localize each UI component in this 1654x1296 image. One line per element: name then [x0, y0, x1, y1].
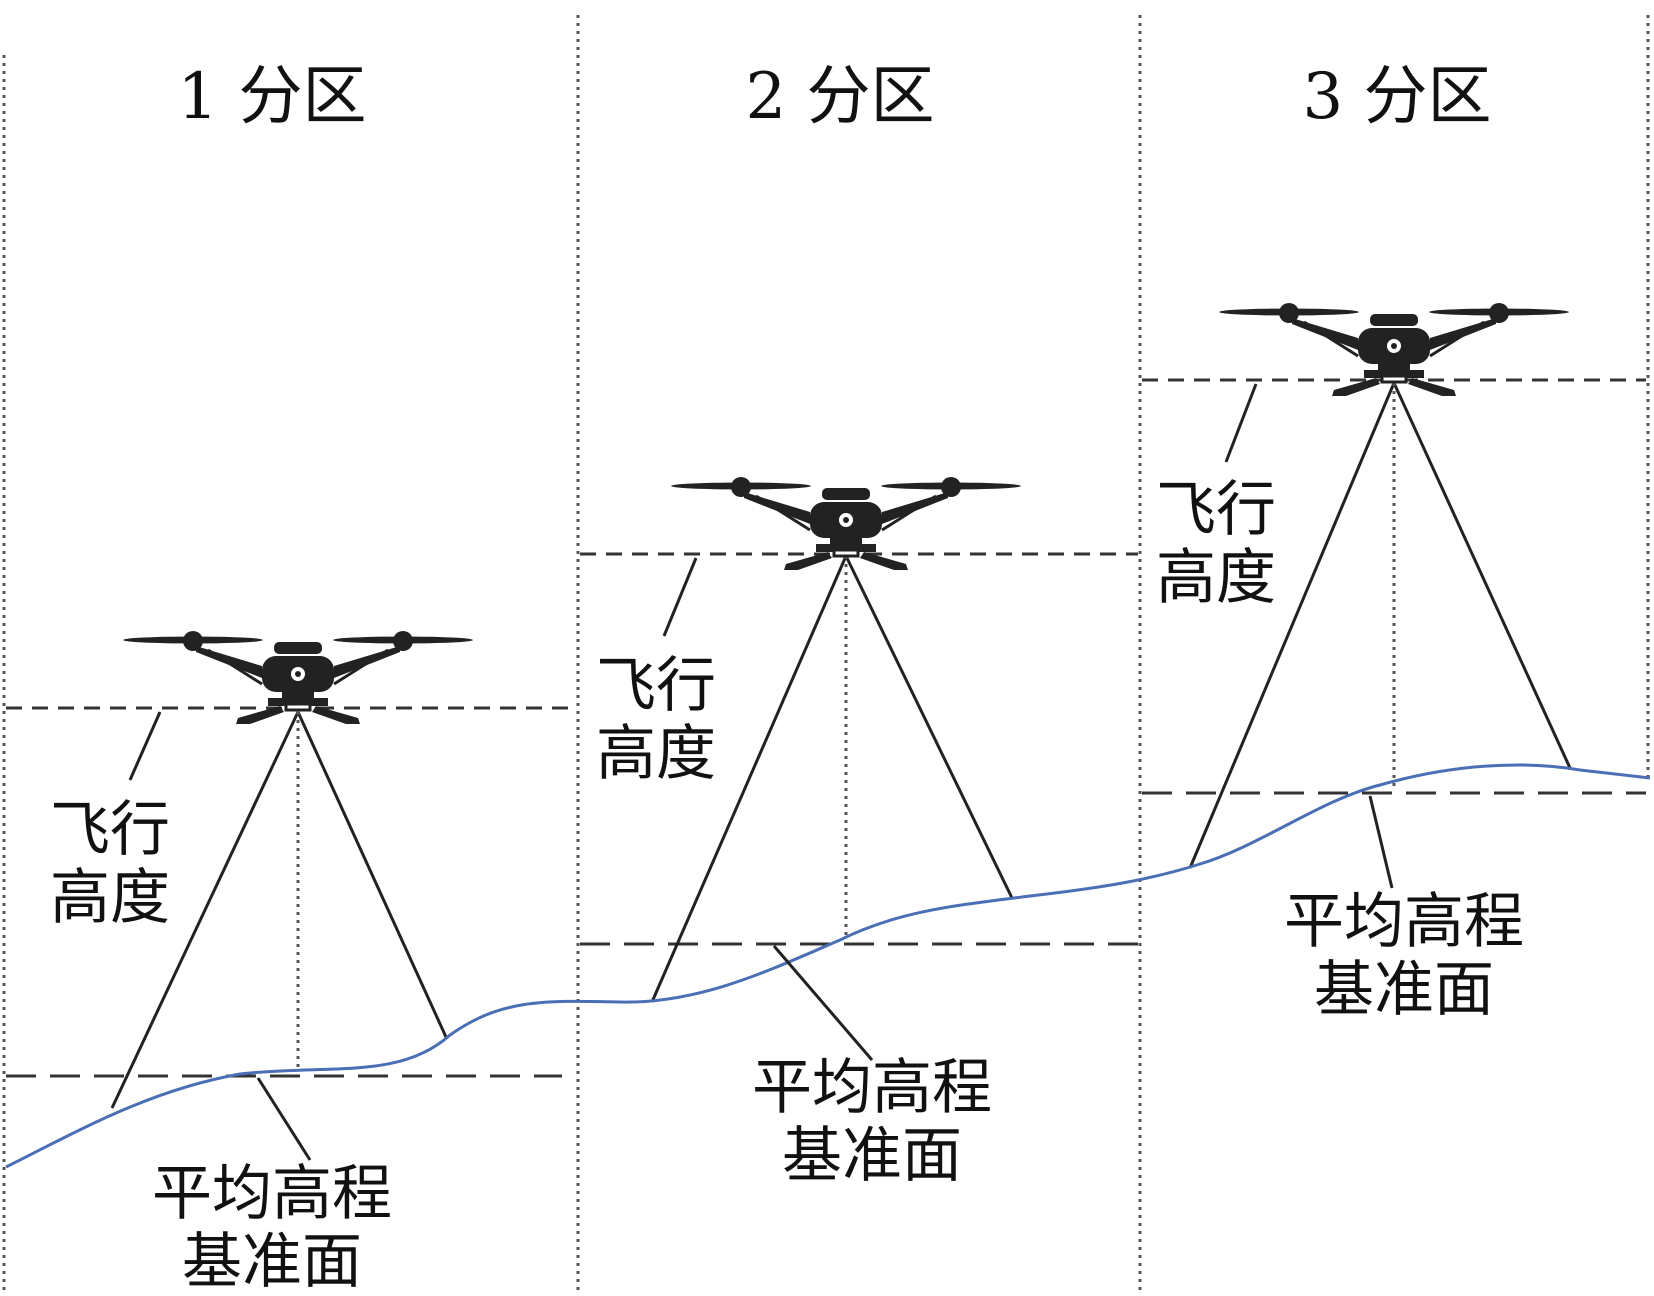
nadir-lines [296, 383, 1396, 1070]
terrain-profile [5, 763, 1651, 1169]
zone-2-flight-height-label-line-1: 飞行 [596, 651, 716, 721]
zone-3-title: 3 分区 [1302, 60, 1491, 134]
zone-1-flight-height-label-line-1: 飞行 [50, 795, 170, 865]
zone-3-flight-height-label-line-2: 高度 [1156, 543, 1276, 613]
zone-separators [2, 15, 1650, 1291]
zone-1-cone-right [296, 711, 448, 1038]
zone-3-cone-right [1392, 382, 1572, 769]
zone-1-drone [121, 629, 475, 726]
zone-3-drone [1217, 301, 1571, 398]
zone-3-datum-label-line-2: 基准面 [1314, 955, 1494, 1025]
quadcopter-drone-icon [121, 629, 475, 726]
zone-2-flight-height-label-line-2: 高度 [596, 719, 716, 789]
zone-1-datum-label-line-1: 平均高程 [152, 1159, 392, 1229]
zone-3-flight-height-label-line-1: 飞行 [1156, 475, 1276, 545]
leader-lines [128, 383, 1394, 1161]
view-cones [110, 382, 1572, 1109]
zone-1-datum-label-line-2: 基准面 [182, 1227, 362, 1291]
zone-3-datum-label-line-1: 平均高程 [1284, 887, 1524, 957]
zone-2-datum-leader [772, 945, 874, 1061]
zone-2-title: 2 分区 [745, 60, 934, 134]
zone-2-cone-right [844, 555, 1014, 899]
flight-height-lines [6, 378, 1646, 710]
zone-3-cone-left [1188, 382, 1396, 869]
quadcopter-drone-icon [669, 475, 1023, 572]
zone-1-title: 1 分区 [177, 60, 366, 134]
zone-2-cone-left [650, 555, 848, 1003]
zone-2-drone [669, 475, 1023, 572]
quadcopter-drone-icon [1217, 301, 1571, 398]
zone-1-datum-leader [256, 1077, 312, 1161]
zone-3-datum-leader [1368, 795, 1394, 889]
zone-2-datum-label-line-1: 平均高程 [752, 1053, 992, 1123]
zone-2-datum-label-line-2: 基准面 [782, 1121, 962, 1191]
zone-1-flight-leader [128, 711, 162, 781]
zone-2-flight-leader [662, 557, 698, 637]
zone-1-flight-height-label-line-2: 高度 [50, 863, 170, 933]
zone-1-cone-left [110, 711, 300, 1109]
zone-3-flight-leader [1224, 383, 1258, 463]
datum-lines [6, 791, 1646, 1078]
